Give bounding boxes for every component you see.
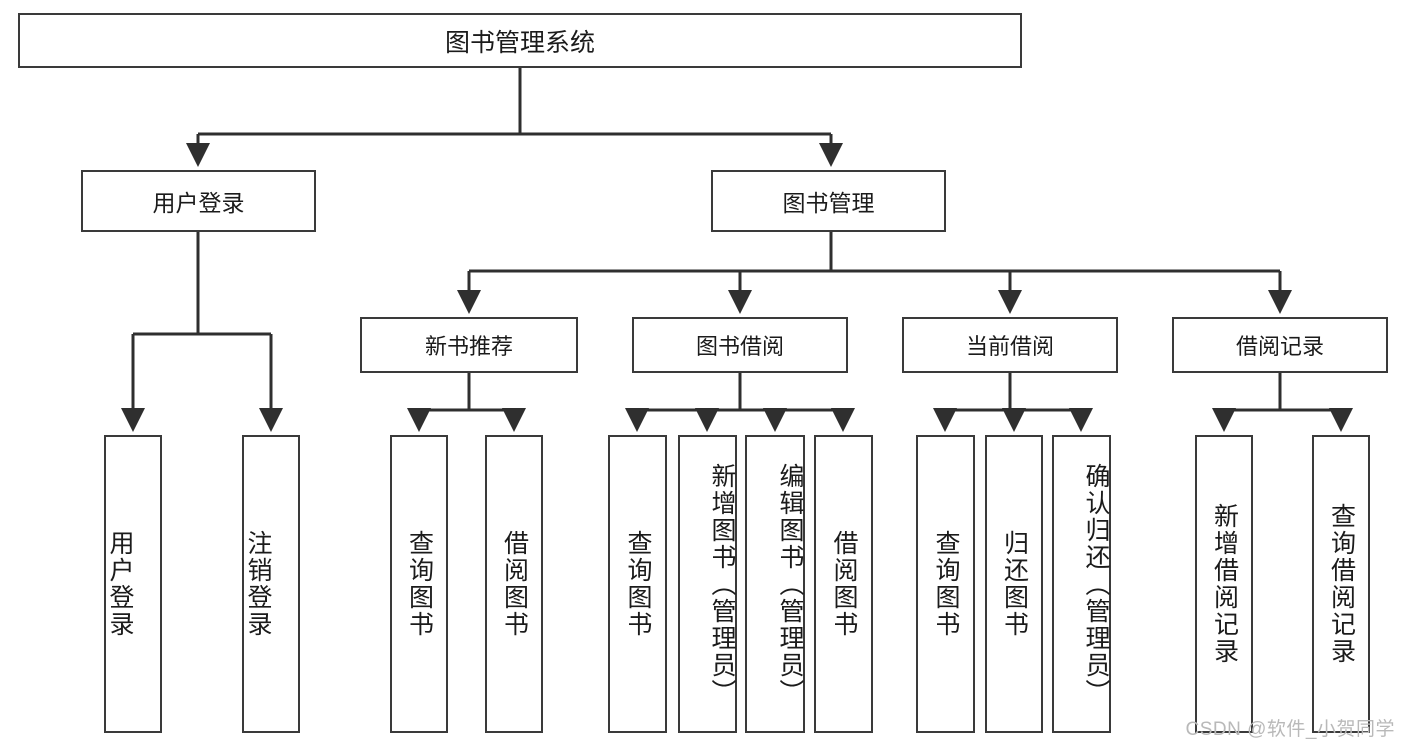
- node-book-manage[interactable]: 图书管理: [711, 170, 946, 232]
- node-label: 新书推荐: [424, 334, 513, 359]
- node-new-book-recommend[interactable]: 新书推荐: [360, 317, 578, 373]
- node-borrow-record[interactable]: 借阅记录: [1172, 317, 1388, 373]
- node-label: 归还图书: [1000, 530, 1029, 638]
- node-leaf-user-logout[interactable]: 注销登录: [242, 435, 300, 733]
- watermark: CSDN @软件_小贺同学: [1185, 719, 1395, 740]
- node-leaf-query-book-2[interactable]: 查询图书: [608, 435, 667, 733]
- node-label: 当前借阅: [965, 334, 1054, 359]
- node-label: 查询借阅记录: [1327, 503, 1356, 665]
- node-leaf-borrow-book-1[interactable]: 借阅图书: [485, 435, 543, 733]
- node-label: 借阅图书: [500, 530, 529, 638]
- node-label: 借阅记录: [1235, 334, 1324, 359]
- node-book-management-system[interactable]: 图书管理系统: [18, 13, 1022, 68]
- node-leaf-add-book[interactable]: 新增图书（管理员）: [678, 435, 737, 733]
- node-label: 借阅图书: [830, 530, 858, 638]
- node-leaf-confirm-return[interactable]: 确认归还（管理员）: [1052, 435, 1111, 733]
- node-label: 查询图书: [405, 530, 434, 638]
- node-label: 查询图书: [624, 530, 652, 638]
- node-leaf-add-record[interactable]: 新增借阅记录: [1195, 435, 1253, 733]
- node-label: 用户登录: [106, 530, 134, 638]
- node-label: 新增借阅记录: [1210, 503, 1239, 665]
- node-leaf-borrow-book-2[interactable]: 借阅图书: [814, 435, 873, 733]
- node-label: 查询图书: [932, 530, 960, 638]
- node-label: 图书管理: [782, 190, 875, 216]
- node-label: 图书借阅: [695, 334, 784, 359]
- node-leaf-query-book-3[interactable]: 查询图书: [916, 435, 975, 733]
- node-label: 编辑图书（管理员）: [776, 462, 804, 706]
- node-label: 注销登录: [244, 530, 272, 638]
- node-leaf-user-login[interactable]: 用户登录: [104, 435, 162, 733]
- node-label: 新增图书（管理员）: [708, 462, 736, 706]
- node-book-borrow[interactable]: 图书借阅: [632, 317, 848, 373]
- node-label: 确认归还（管理员）: [1082, 462, 1110, 706]
- node-label: 用户登录: [152, 190, 245, 216]
- node-leaf-edit-book[interactable]: 编辑图书（管理员）: [745, 435, 805, 733]
- node-leaf-query-book-1[interactable]: 查询图书: [390, 435, 448, 733]
- node-user-login[interactable]: 用户登录: [81, 170, 316, 232]
- node-label: 图书管理系统: [444, 28, 595, 57]
- node-leaf-query-record[interactable]: 查询借阅记录: [1312, 435, 1370, 733]
- node-current-borrow[interactable]: 当前借阅: [902, 317, 1118, 373]
- node-leaf-return-book[interactable]: 归还图书: [985, 435, 1043, 733]
